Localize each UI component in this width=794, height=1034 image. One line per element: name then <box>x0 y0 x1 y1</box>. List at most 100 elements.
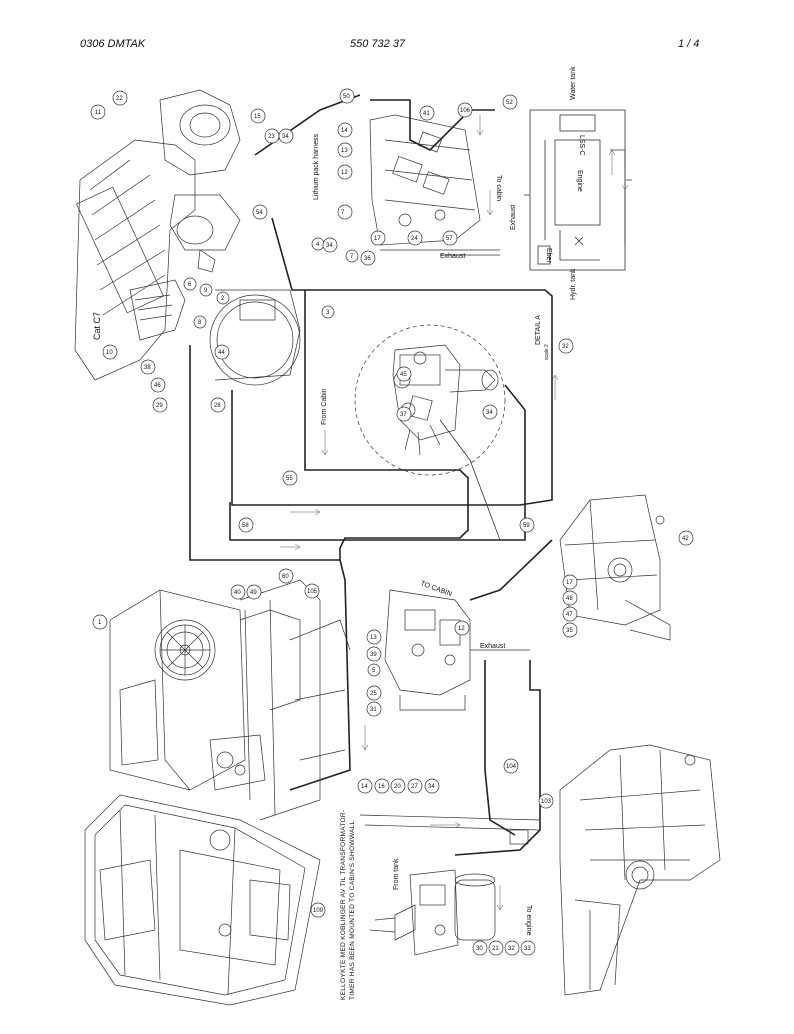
svg-text:12: 12 <box>341 170 348 176</box>
cooler-fan-unit <box>109 589 301 791</box>
callout-109: 109 <box>310 902 326 918</box>
svg-text:38: 38 <box>144 365 151 371</box>
hose-to-valve <box>229 384 526 541</box>
svg-text:46: 46 <box>154 383 161 389</box>
callout-42: 42 <box>678 530 694 546</box>
callout-106: 106 <box>457 102 473 118</box>
label-heater-box: Eber <box>545 248 552 263</box>
svg-text:106: 106 <box>460 108 471 114</box>
callout-32: 32 <box>558 338 574 354</box>
label-to-engine: To engine <box>525 905 532 935</box>
detail-a <box>354 324 506 476</box>
svg-text:57: 57 <box>446 236 453 242</box>
callout-25: 25 <box>366 685 382 701</box>
svg-text:39: 39 <box>370 652 377 658</box>
callout-34d: 34 <box>424 778 440 794</box>
callout-39: 39 <box>366 646 382 662</box>
svg-text:28: 28 <box>214 403 221 409</box>
header-document-code: 0306 DMTAK <box>80 38 146 50</box>
callout-23: 23 <box>264 128 280 144</box>
callout-34b: 34 <box>322 237 338 253</box>
svg-text:32: 32 <box>562 344 569 350</box>
svg-text:48: 48 <box>566 596 573 602</box>
svg-text:55: 55 <box>286 476 293 482</box>
svg-text:17: 17 <box>566 580 573 586</box>
callout-52: 52 <box>502 94 518 110</box>
svg-text:42: 42 <box>682 536 689 542</box>
svg-text:6: 6 <box>188 282 192 288</box>
callout-104: 104 <box>503 758 519 774</box>
callout-9: 9 <box>199 283 213 297</box>
label-detail-scale: scale 2 <box>544 344 550 360</box>
svg-text:34: 34 <box>326 243 333 249</box>
callout-46: 46 <box>150 377 166 393</box>
svg-text:2: 2 <box>221 296 225 302</box>
header-page-number: 1 / 4 <box>678 38 700 50</box>
label-exhaust-mid: Exhaust <box>480 643 505 650</box>
callout-37: 37 <box>396 406 412 422</box>
svg-text:34: 34 <box>428 784 435 790</box>
callout-45: 45 <box>396 366 412 382</box>
label-extra-note: Lithium pack harness <box>313 133 320 200</box>
hose-detail-link <box>439 419 501 541</box>
callout-105: 105 <box>304 583 320 599</box>
callout-11: 11 <box>90 104 106 120</box>
callout-1: 1 <box>92 614 108 630</box>
svg-text:3: 3 <box>326 310 330 316</box>
callout-6: 6 <box>183 277 197 291</box>
callout-7: 7 <box>345 249 359 263</box>
engine-assembly <box>74 89 301 386</box>
svg-text:9: 9 <box>204 288 208 294</box>
callout-4: 4 <box>311 237 325 251</box>
callout-47: 47 <box>562 606 578 622</box>
label-from-tank: From tank <box>393 858 400 890</box>
callout-35: 35 <box>562 622 578 638</box>
svg-text:47: 47 <box>566 612 573 618</box>
callout-55: 55 <box>282 470 298 486</box>
label-from-cabin: From Cabin <box>321 388 328 425</box>
label-exhaust-top: Exhaust <box>510 205 517 230</box>
svg-text:25: 25 <box>370 691 377 697</box>
header-part-number: 550 732 37 <box>350 38 406 50</box>
hose-outer-loop <box>189 290 469 561</box>
callout-14b: 14 <box>357 778 373 794</box>
svg-text:34: 34 <box>282 134 289 140</box>
callout-59: 59 <box>519 517 535 533</box>
right-bracket-assembly <box>559 494 671 641</box>
svg-text:50: 50 <box>343 94 350 100</box>
label-engine-box: Engine <box>576 170 583 192</box>
svg-text:59: 59 <box>523 523 530 529</box>
svg-text:7: 7 <box>350 254 354 260</box>
svg-text:11: 11 <box>95 110 102 116</box>
svg-text:52: 52 <box>506 100 513 106</box>
callout-54: 54 <box>252 204 268 220</box>
filter-pump-assembly <box>359 814 541 956</box>
svg-text:8: 8 <box>198 320 202 326</box>
svg-text:35: 35 <box>566 628 573 634</box>
callout-29: 29 <box>152 397 168 413</box>
svg-text:21: 21 <box>492 946 499 952</box>
label-to-cabin-top: To cabin <box>495 175 502 201</box>
callout-13: 13 <box>337 142 353 158</box>
svg-text:44: 44 <box>218 350 225 356</box>
callout-3: 3 <box>321 305 335 319</box>
callout-44: 44 <box>214 344 230 360</box>
svg-text:29: 29 <box>156 403 163 409</box>
callout-49: 49 <box>246 584 262 600</box>
label-engine-model: Cat C7 <box>92 312 102 340</box>
svg-text:30: 30 <box>476 946 483 952</box>
hose-main-loop <box>231 217 553 506</box>
svg-text:36: 36 <box>364 256 371 262</box>
bottom-frame-assembly <box>559 744 721 996</box>
svg-text:40: 40 <box>234 590 241 596</box>
cabin <box>84 794 321 1006</box>
callout-33: 33 <box>520 940 536 956</box>
callout-40: 40 <box>230 584 246 600</box>
svg-text:17: 17 <box>374 236 381 242</box>
callout-13b: 13 <box>366 629 382 645</box>
callout-12: 12 <box>337 164 353 180</box>
svg-text:24: 24 <box>411 236 418 242</box>
callout-28: 28 <box>210 397 226 413</box>
callout-14: 14 <box>337 122 353 138</box>
